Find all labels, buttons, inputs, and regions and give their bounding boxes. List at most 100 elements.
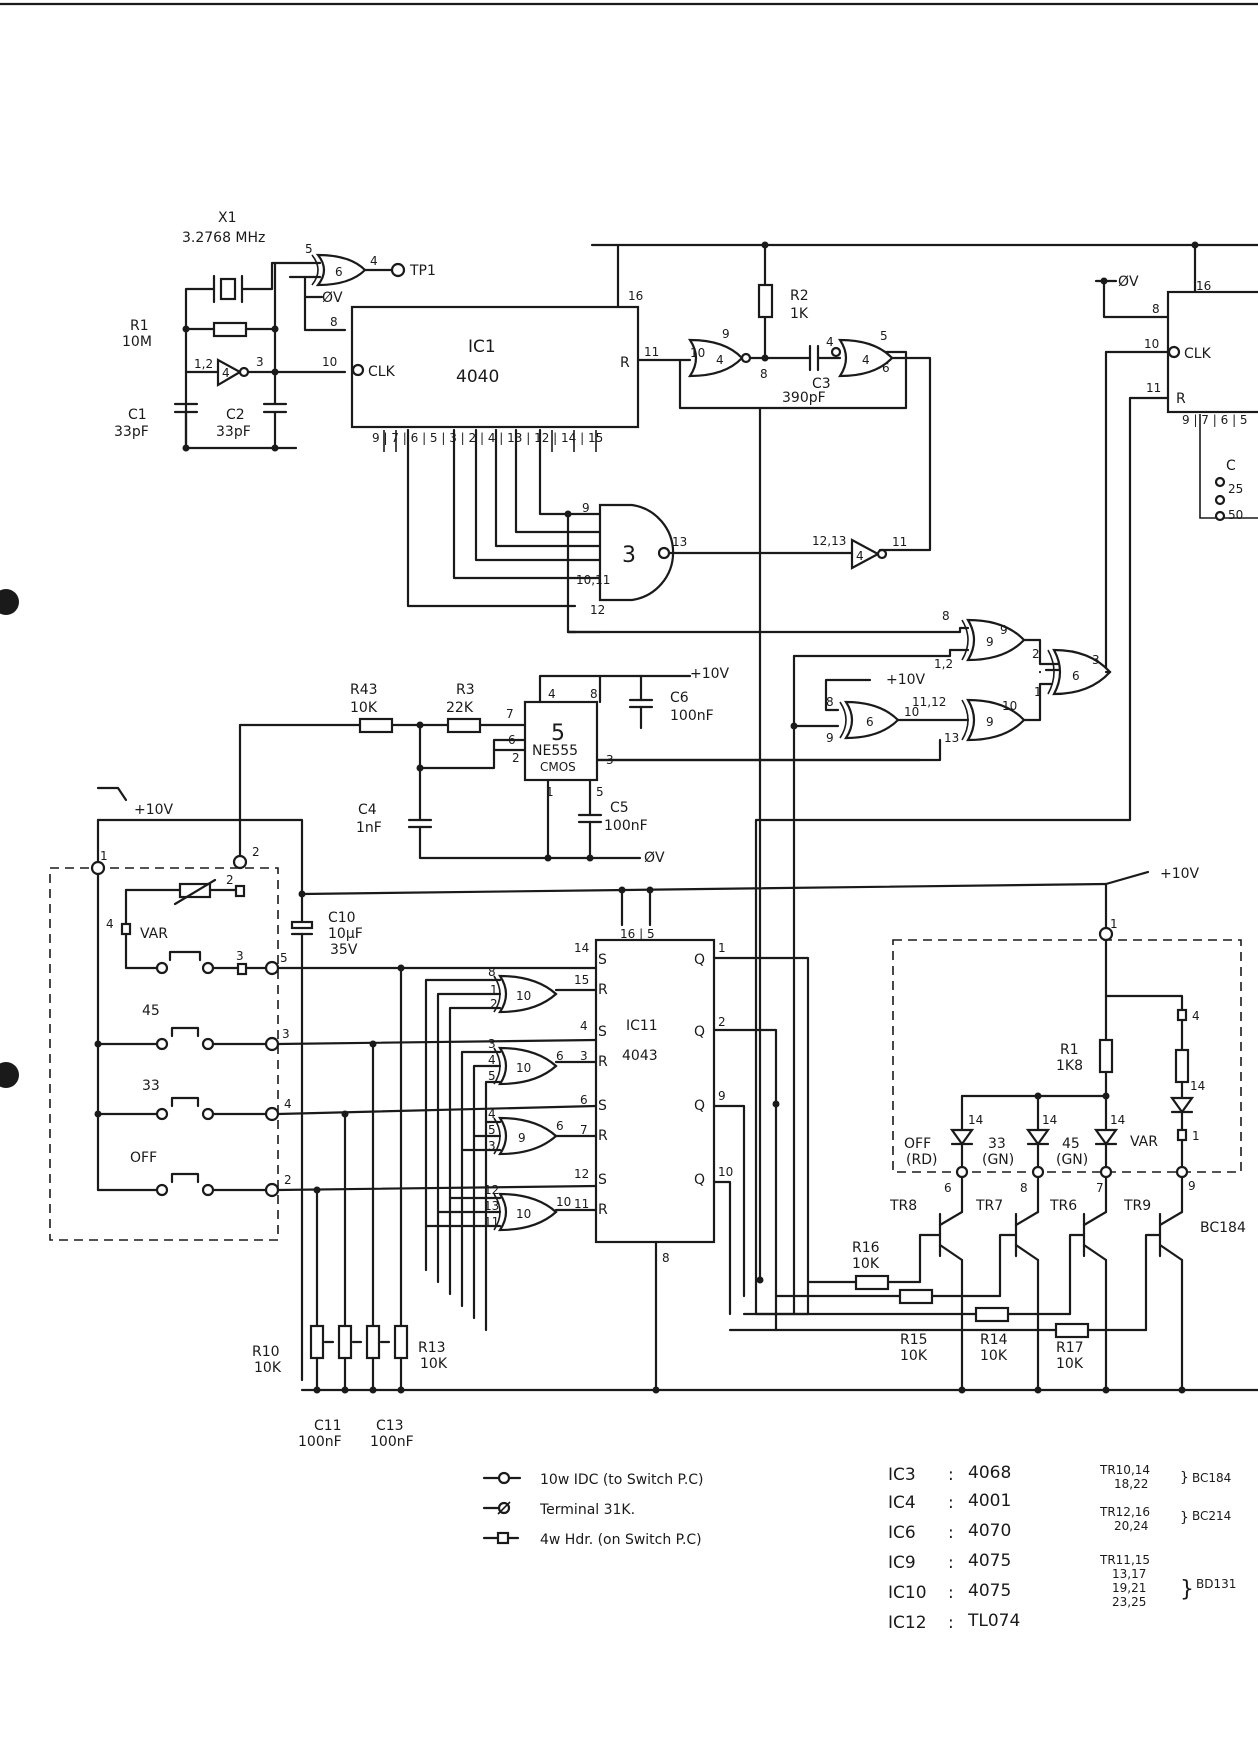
xor-gate-cluster: 9 8 9 1,2 6 2 1 3 9 11,12 10 13 6 8 9 10… bbox=[566, 609, 1112, 1316]
crystal-frequency: 3.2768 MHz bbox=[182, 230, 265, 246]
svg-text:4: 4 bbox=[284, 1097, 292, 1111]
crystal-ref: X1 bbox=[218, 210, 237, 226]
c3-label: C3 bbox=[812, 376, 831, 392]
gate-3-label: 3 bbox=[622, 543, 636, 568]
switch-33-label: 33 bbox=[142, 1078, 160, 1094]
svg-text:10: 10 bbox=[1144, 337, 1159, 351]
svg-text:11: 11 bbox=[574, 1197, 589, 1211]
ic11-r2: R bbox=[598, 1054, 608, 1070]
c4-label: C4 bbox=[358, 802, 377, 818]
led-var-label: VAR bbox=[1130, 1134, 1158, 1150]
ic11-part: 4043 bbox=[622, 1048, 658, 1064]
led-off-label: OFF bbox=[904, 1136, 931, 1152]
r1-resistor bbox=[212, 321, 248, 338]
gate-9c-label: 9 bbox=[518, 1131, 526, 1145]
svg-text:6: 6 bbox=[556, 1049, 564, 1063]
svg-text:10: 10 bbox=[556, 1195, 571, 1209]
ic-table-ref-4: IC9 bbox=[888, 1553, 916, 1573]
tr-table-refs-3b: 13,17 bbox=[1112, 1567, 1146, 1581]
ic11-q1: Q bbox=[694, 952, 705, 968]
selector-c-label: C bbox=[1226, 458, 1236, 474]
svg-text::: : bbox=[948, 1523, 954, 1543]
ic1-clk-label: CLK bbox=[368, 364, 396, 380]
svg-text:7: 7 bbox=[580, 1123, 588, 1137]
led-pcb-outline bbox=[892, 939, 1242, 1173]
svg-text::: : bbox=[948, 1613, 954, 1633]
svg-text:1,2: 1,2 bbox=[194, 357, 213, 371]
svg-text:8: 8 bbox=[330, 315, 338, 329]
tr-table-refs-2a: TR12,16 bbox=[1099, 1505, 1150, 1519]
ic-table-part-1: 4068 bbox=[968, 1463, 1011, 1483]
c3-value: 390pF bbox=[782, 390, 826, 406]
r13-label: R13 bbox=[418, 1340, 446, 1356]
ic1-counter: IC1 4040 CLK R 10 8 16 11 9 | 7 | 6 | 5 … bbox=[322, 243, 692, 608]
tr-part-label: BC184 bbox=[1200, 1220, 1246, 1236]
svg-text:13: 13 bbox=[944, 731, 959, 745]
svg-text:8: 8 bbox=[1020, 1181, 1028, 1195]
svg-text:6: 6 bbox=[944, 1181, 952, 1195]
svg-text:10: 10 bbox=[322, 355, 337, 369]
svg-text:9: 9 bbox=[826, 731, 834, 745]
ic11-q2: Q bbox=[694, 1024, 705, 1040]
switch-pcb-outline bbox=[49, 867, 279, 1241]
legend-idc-text: 10w IDC (to Switch P.C) bbox=[540, 1472, 704, 1488]
svg-text::: : bbox=[948, 1583, 954, 1603]
svg-text:3: 3 bbox=[488, 1139, 496, 1153]
ic-table-ref-3: IC6 bbox=[888, 1523, 916, 1543]
legend-header-text: 4w Hdr. (on Switch P.C) bbox=[540, 1532, 702, 1548]
gate-4b-label: 4 bbox=[716, 353, 724, 367]
r43-resistor bbox=[358, 717, 394, 734]
ic11-s3: S bbox=[598, 1098, 607, 1114]
symbol-legend: 10w IDC (to Switch P.C) Terminal 31K. 4w… bbox=[482, 1471, 704, 1548]
gate-10c-label: 10 bbox=[516, 1207, 531, 1221]
c4-value: 1nF bbox=[356, 820, 382, 836]
ic11-r4: R bbox=[598, 1202, 608, 1218]
svg-text:1,2: 1,2 bbox=[934, 657, 953, 671]
svg-text:8: 8 bbox=[942, 609, 950, 623]
tr-table-refs-3d: 23,25 bbox=[1112, 1595, 1146, 1609]
svg-text::: : bbox=[948, 1553, 954, 1573]
gate-6-label: 6 bbox=[335, 265, 343, 279]
svg-text:8: 8 bbox=[488, 965, 496, 979]
r14-resistor bbox=[974, 1306, 1010, 1323]
svg-text:16 | 5: 16 | 5 bbox=[620, 927, 655, 941]
r14-label: R14 bbox=[980, 1332, 1008, 1348]
ic-table-ref-5: IC10 bbox=[888, 1583, 927, 1603]
pulldown-network: R10 10K R13 10K C11 100nF C13 100nF bbox=[252, 964, 1258, 1450]
svg-text:3: 3 bbox=[256, 355, 264, 369]
led-45-label: 45 bbox=[1062, 1136, 1080, 1152]
nand-gate-3: 3 9 10,11 12 13 bbox=[564, 501, 854, 634]
led-off-colour: (RD) bbox=[906, 1152, 937, 1168]
svg-text:2: 2 bbox=[1032, 647, 1040, 661]
svg-text:16: 16 bbox=[628, 289, 643, 303]
svg-text:}: } bbox=[1180, 1577, 1194, 1602]
ic-table-part-4: 4075 bbox=[968, 1551, 1011, 1571]
svg-text:14: 14 bbox=[1042, 1113, 1057, 1127]
c2-label: C2 bbox=[226, 407, 245, 423]
svg-text:4: 4 bbox=[488, 1107, 496, 1121]
svg-text:4: 4 bbox=[106, 917, 114, 931]
gate-9b-label: 9 bbox=[986, 715, 994, 729]
r10-label: R10 bbox=[252, 1344, 280, 1360]
ic-table-part-5: 4075 bbox=[968, 1581, 1011, 1601]
svg-text:4: 4 bbox=[548, 687, 556, 701]
svg-text:2: 2 bbox=[284, 1173, 292, 1187]
c10-label: C10 bbox=[328, 910, 356, 926]
r2-resistor bbox=[757, 283, 774, 319]
ic11-ref: IC11 bbox=[626, 1018, 658, 1034]
svg-text:6: 6 bbox=[882, 361, 890, 375]
c13-label: C13 bbox=[376, 1418, 404, 1434]
r15-value: 10K bbox=[900, 1348, 928, 1364]
svg-text:9: 9 bbox=[722, 327, 730, 341]
svg-text:16: 16 bbox=[1196, 279, 1211, 293]
c1-label: C1 bbox=[128, 407, 147, 423]
r1-value: 10M bbox=[122, 334, 152, 350]
svg-text:3: 3 bbox=[580, 1049, 588, 1063]
svg-text:11: 11 bbox=[644, 345, 659, 359]
r17-resistor bbox=[1054, 1322, 1090, 1339]
svg-text:1: 1 bbox=[490, 983, 498, 997]
svg-text:4: 4 bbox=[488, 1053, 496, 1067]
ic-table-ref-2: IC4 bbox=[888, 1493, 916, 1513]
r16-label: R16 bbox=[852, 1240, 880, 1256]
